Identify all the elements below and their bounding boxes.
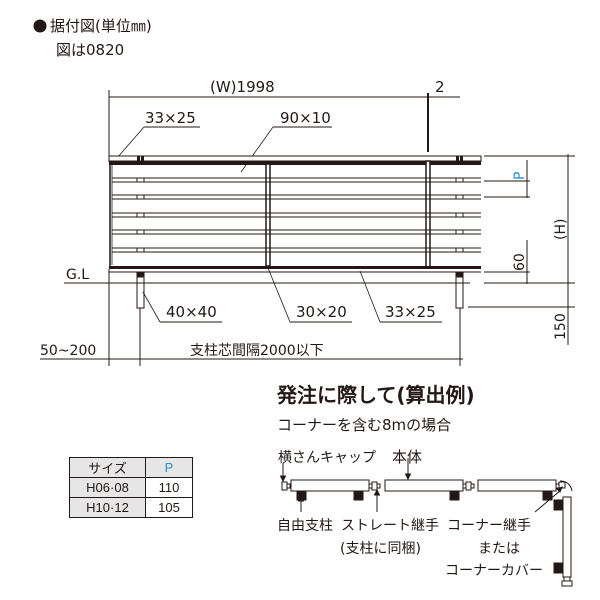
corner-joint-label: コーナー継手 xyxy=(447,518,531,534)
gap-label: 2 xyxy=(435,78,445,96)
table-cell-size: H06·08 xyxy=(69,477,146,498)
order-section-title: 発注に際して(算出例) xyxy=(276,383,475,407)
post-spacing-label: 支柱芯間隔2000以下 xyxy=(190,343,324,359)
header: 据付図(単位㎜) 図は0820 xyxy=(33,17,152,59)
straight-joint-note: (支柱に同梱) xyxy=(340,541,421,557)
diagram-subtitle: 図は0820 xyxy=(56,41,124,59)
straight-joint-label: ストレート継手 xyxy=(341,518,439,534)
table-header-size: サイズ xyxy=(69,457,146,478)
bottom-gap-label: 60 xyxy=(512,253,528,271)
table-header-pitch: P xyxy=(145,457,193,478)
cap-label: 横さんキャップ xyxy=(278,450,376,466)
post-label: 40×40 xyxy=(166,303,217,321)
table-cell-size: H10·12 xyxy=(69,497,146,518)
layout-diagram xyxy=(281,479,573,587)
width-label: (W)1998 xyxy=(210,78,275,96)
order-section-subtitle: コーナーを含む8mの場合 xyxy=(277,416,451,434)
top-rail-label: 33×25 xyxy=(145,109,196,127)
height-label: (H) xyxy=(553,219,569,240)
ground-clearance-label: 150 xyxy=(553,313,569,340)
ground-line-label: G.L xyxy=(66,267,89,283)
corner-cover-label: コーナーカバー xyxy=(445,563,543,579)
body-label: 本体 xyxy=(392,448,422,466)
table-cell-pitch: 105 xyxy=(145,497,193,518)
bullet-icon xyxy=(33,19,47,33)
size-table: サイズ P H06·08 110 H10·12 105 xyxy=(69,457,193,518)
diagram-title: 据付図(単位㎜) xyxy=(50,17,152,35)
fence-body xyxy=(108,155,482,273)
table-header-row: サイズ P xyxy=(69,457,193,478)
free-post-label: 自由支柱 xyxy=(277,518,333,534)
table-cell-pitch: 110 xyxy=(145,477,193,498)
table-row: H06·08 110 xyxy=(69,477,193,498)
mid-post-label: 30×20 xyxy=(296,303,347,321)
bottom-rail-label: 33×25 xyxy=(385,303,436,321)
table-row: H10·12 105 xyxy=(69,497,193,518)
width-dimension xyxy=(108,90,460,162)
embed-depth-label: 50~200 xyxy=(40,343,96,359)
pitch-label: P xyxy=(512,172,528,180)
slat-label: 90×10 xyxy=(280,109,331,127)
or-label: または xyxy=(478,541,520,557)
ground-and-dim-lines xyxy=(40,154,575,366)
